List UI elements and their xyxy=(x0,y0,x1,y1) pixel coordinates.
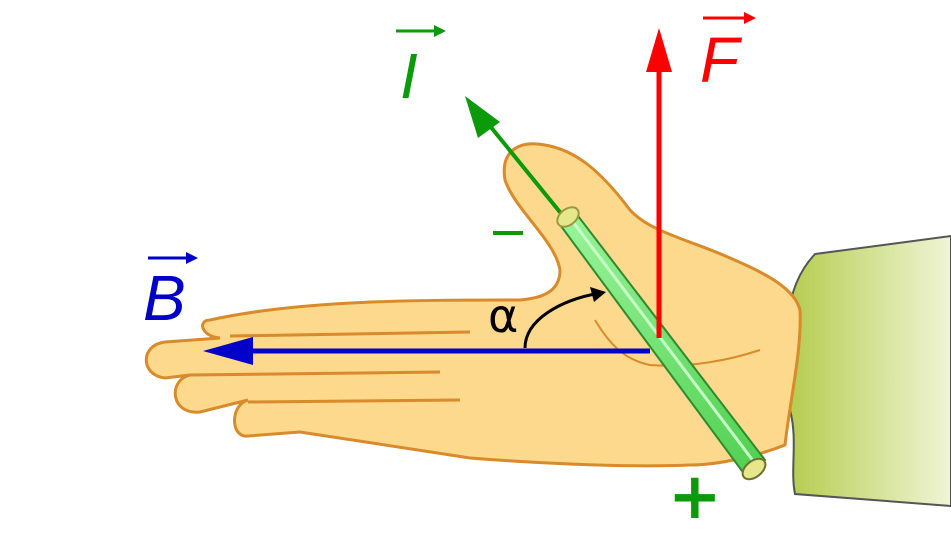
wire-end-bottom xyxy=(741,457,767,481)
wire-end-top xyxy=(556,206,580,228)
plus-sign: + xyxy=(668,460,722,534)
angle-label: α xyxy=(488,289,518,343)
angle-arc xyxy=(523,291,601,349)
angle-arc-head xyxy=(590,287,606,302)
force-vector-arrow xyxy=(703,12,756,24)
hand-palm xyxy=(144,142,802,468)
sleeve xyxy=(787,234,951,508)
minus-sign: − xyxy=(488,204,528,260)
force-arrow-head xyxy=(646,28,672,72)
force-label: F xyxy=(700,24,743,96)
conductor-wire xyxy=(556,206,767,481)
current-arrow-shaft xyxy=(488,124,570,224)
finger-line-1 xyxy=(229,330,471,338)
finger-line-2 xyxy=(189,370,441,377)
field-vector-arrow xyxy=(148,252,198,264)
current-arrow-head xyxy=(465,96,500,138)
current-vector-arrow xyxy=(396,25,446,37)
current-label: I xyxy=(400,40,418,112)
palm-crease xyxy=(594,319,761,367)
field-arrow-head xyxy=(203,337,253,365)
field-label: B xyxy=(143,262,186,334)
finger-line-3 xyxy=(247,398,461,404)
